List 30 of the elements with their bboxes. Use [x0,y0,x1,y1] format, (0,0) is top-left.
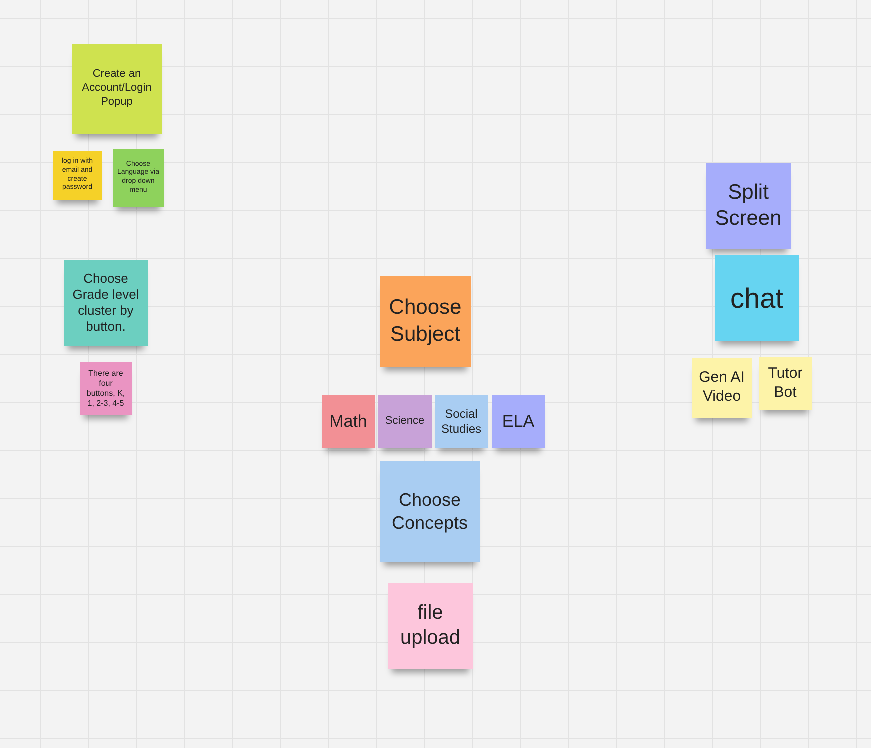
sticky-note [380,461,480,562]
note-text: ELA [502,410,535,432]
sticky-note [706,163,791,249]
sticky-note [80,362,132,415]
note-text: Create an Account/Login Popup [81,68,153,110]
sticky-note [64,260,148,346]
sticky-note [322,395,375,448]
sticky-note [113,149,164,207]
sticky-note [692,358,752,418]
sticky-note [715,255,799,341]
sticky-note [435,395,488,448]
note-text: Tutor Bot [767,364,804,402]
note-text: Split Screen [714,180,783,232]
sticky-note [388,583,473,669]
note-text: Choose Subject [388,295,463,348]
note-text: There are four buttons, K, 1, 2-3, 4-5 [86,368,126,408]
sticky-note [759,357,812,410]
note-text: Gen AI Video [698,369,746,407]
note-text: Choose Concepts [390,489,470,534]
sticky-note [53,151,102,200]
sticky-note [378,395,432,448]
note-text: Social Studies [440,406,483,436]
note-text: Choose Grade level cluster by button. [72,270,140,336]
note-text: chat [730,282,784,316]
note-text: Science [385,414,425,428]
note-text: Math [330,410,368,432]
sticky-note [492,395,545,448]
sticky-note [380,276,471,367]
note-text: file upload [399,601,462,651]
sticky-note [72,44,162,134]
